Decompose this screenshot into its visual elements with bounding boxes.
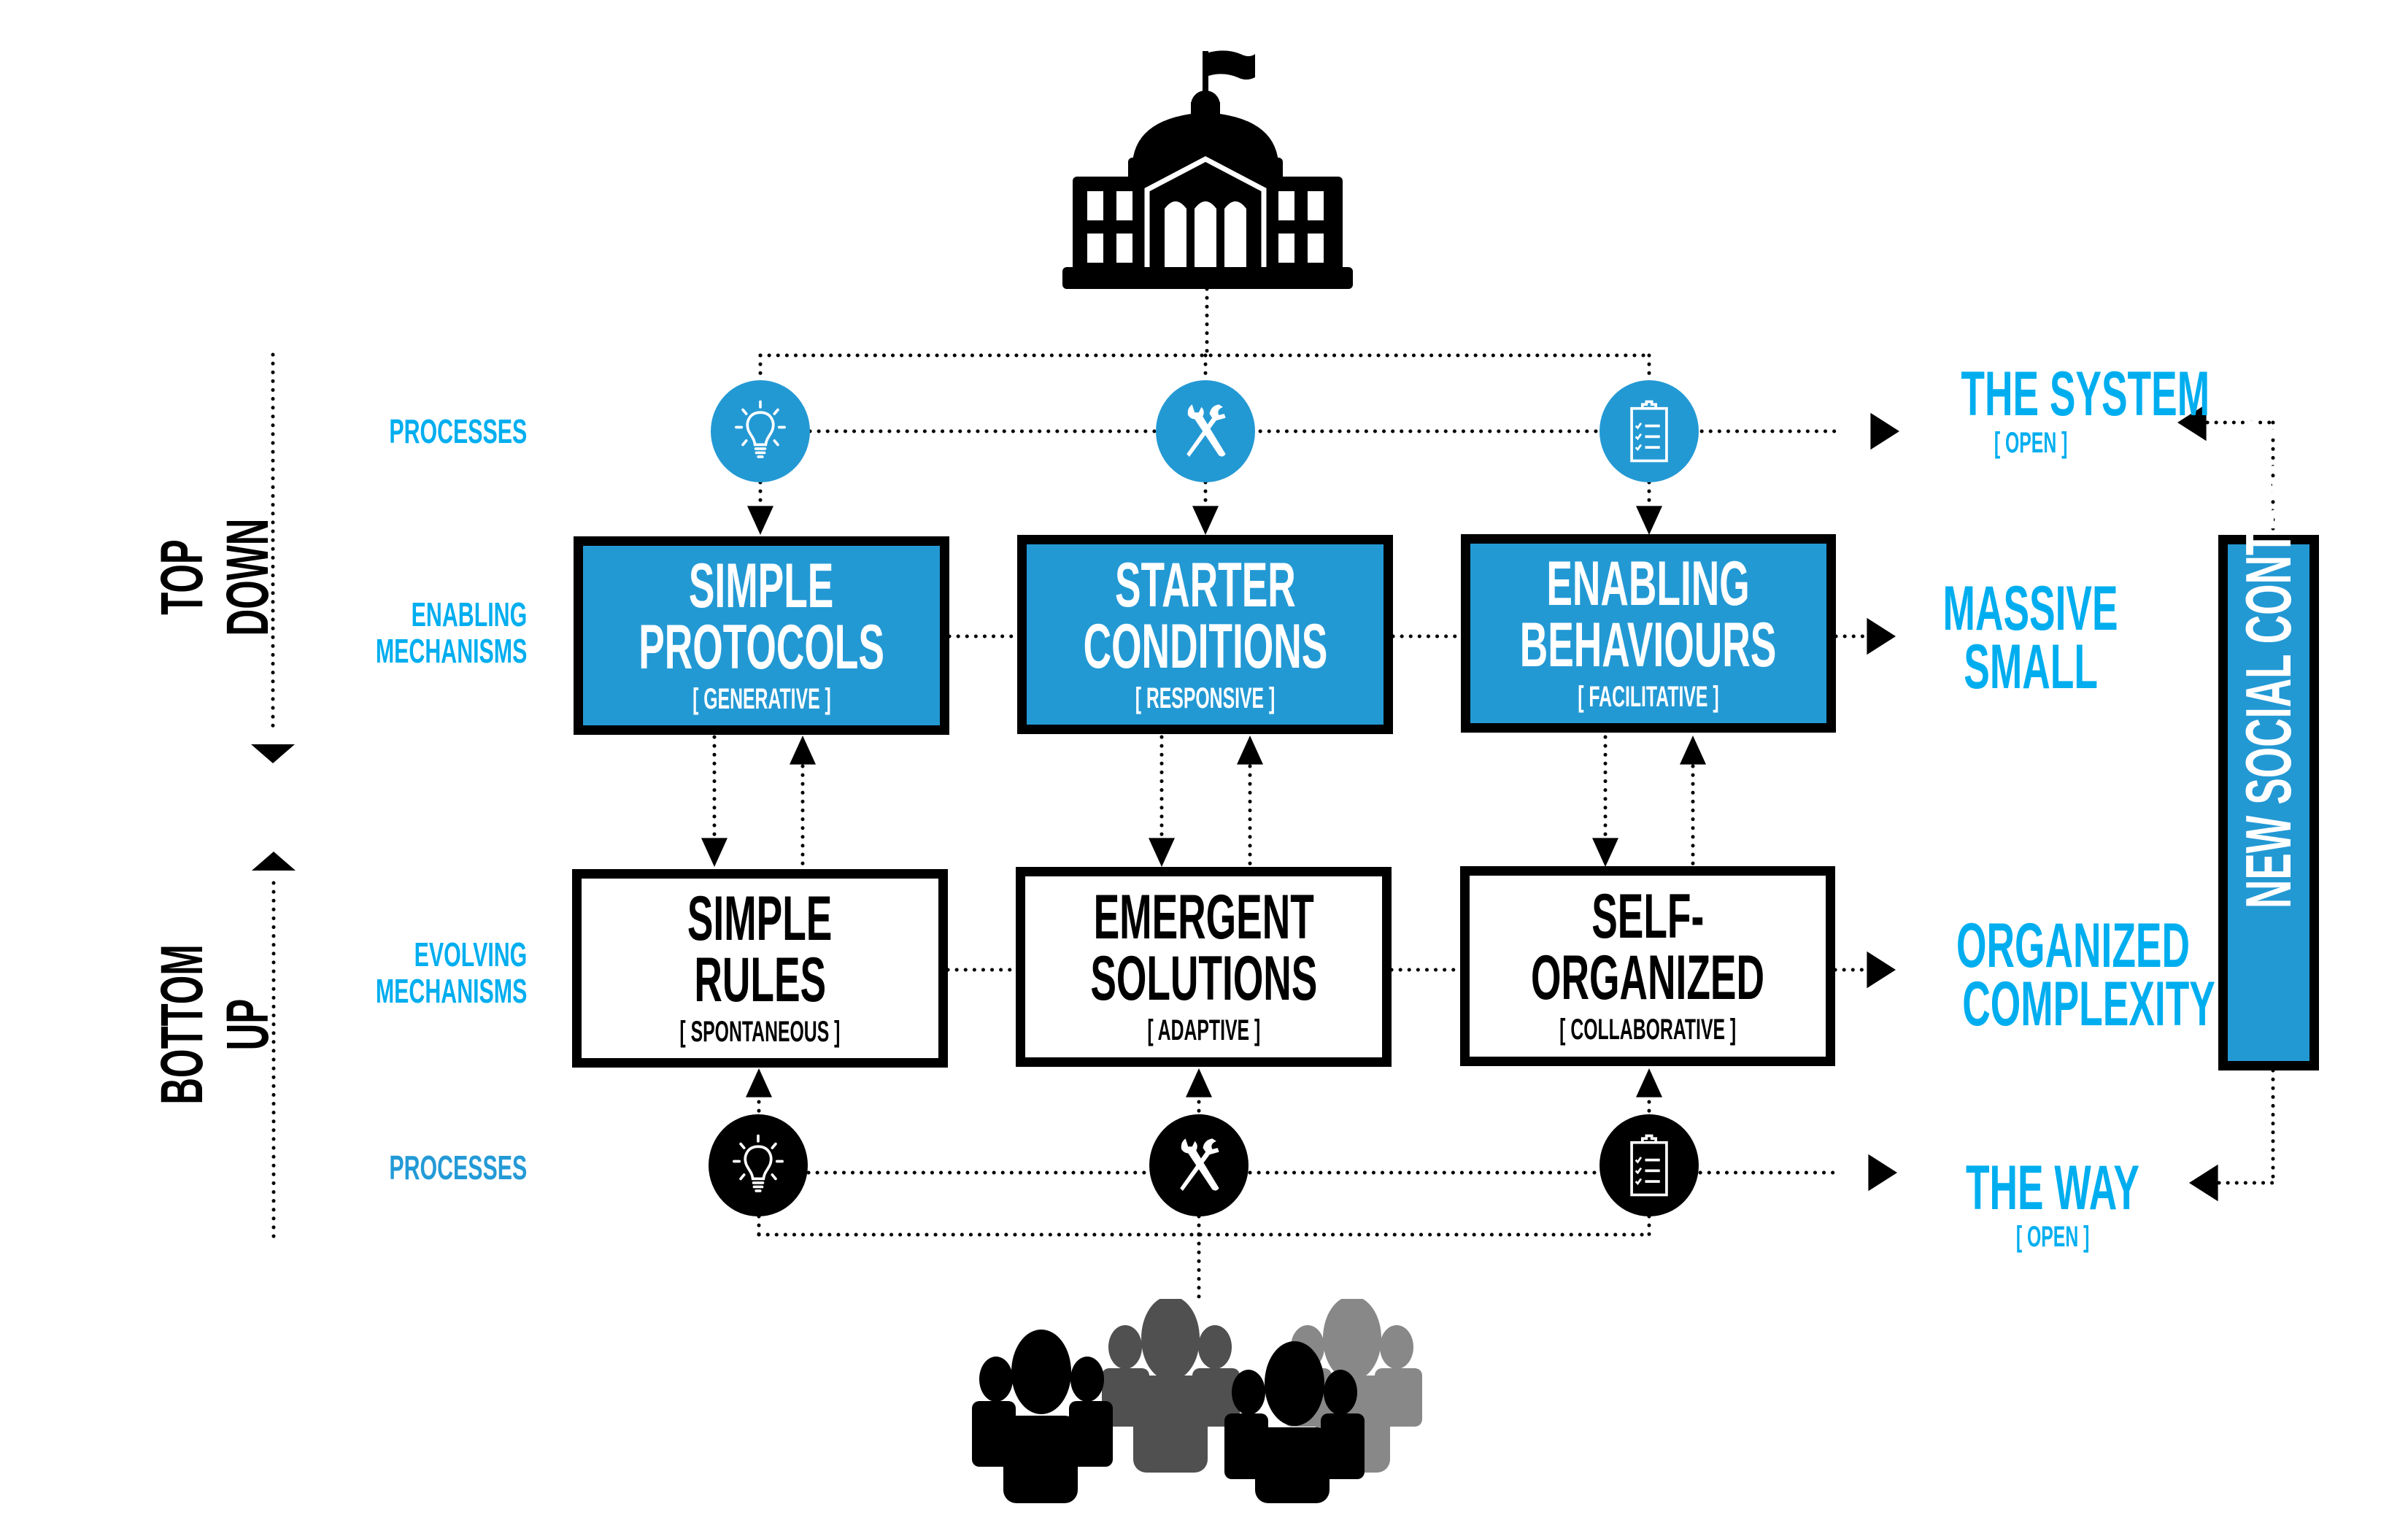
arrow-to-massive-small (1867, 617, 1896, 655)
top-down-arrow (251, 744, 295, 763)
processes-top-label: PROCESSES (389, 412, 527, 450)
loop-arrow-down (701, 838, 728, 867)
process-icon-bottom-1 (709, 1114, 808, 1216)
people-group-icon (972, 1299, 1422, 1503)
process-icon-top-1 (711, 380, 810, 482)
loop-arrow-up (790, 736, 816, 765)
evolving-box-self-organized: SELF-ORGANIZED [ COLLABORATIVE ] (1460, 866, 1835, 1066)
loop-arrow-up (1680, 736, 1706, 765)
arrow-to-the-way (1868, 1154, 1897, 1192)
loop-arrow-up (1237, 736, 1263, 765)
process-icon-top-2 (1156, 380, 1255, 482)
loop-arrow-down (1592, 838, 1618, 867)
lightbulb-icon (735, 400, 786, 458)
process-icon-top-3 (1599, 380, 1699, 482)
arrow-down-to-enabling-box (1636, 506, 1662, 535)
arrow-to-the-way-from-nsc (2189, 1164, 2218, 1202)
clipboard-checklist-icon (1630, 400, 1668, 463)
bottom-up-arrow (252, 852, 296, 871)
arrow-to-organized-complexity (1867, 951, 1896, 989)
government-building-icon (1062, 50, 1353, 289)
new-social-contract-box: NEW SOCIAL CONTRACT (2218, 420, 2319, 1070)
enabling-mechanisms-label: ENABLING MECHANISMS (375, 595, 527, 670)
process-icon-bottom-3 (1599, 1114, 1699, 1216)
tools-icon (1180, 1138, 1219, 1191)
outcome-the-system: THE SYSTEM [ OPEN ] (1961, 359, 2210, 459)
top-down-label: TOP DOWN (149, 518, 281, 636)
arrow-to-the-system-from-nsc (2177, 404, 2207, 441)
lightbulb-icon (733, 1134, 784, 1192)
processes-bottom-label: PROCESSES (389, 1149, 527, 1187)
arrow-up-to-evolving-box (1636, 1068, 1662, 1097)
arrow-to-the-system (1870, 412, 1899, 450)
outcome-the-way: THE WAY [ OPEN ] (1965, 1153, 2140, 1253)
arrow-up-to-evolving-box (1186, 1068, 1212, 1097)
loop-arrow-down (1149, 838, 1175, 867)
tools-icon (1186, 404, 1226, 457)
evolving-mechanisms-label: EVOLVING MECHANISMS (375, 935, 527, 1010)
clipboard-checklist-icon (1630, 1134, 1668, 1197)
arrow-up-to-evolving-box (746, 1068, 772, 1097)
process-icon-bottom-2 (1149, 1114, 1249, 1216)
bottom-up-label: BOTTOM UP (149, 944, 281, 1105)
arrow-down-to-enabling-box (1192, 506, 1219, 535)
arrow-down-to-enabling-box (747, 506, 773, 535)
